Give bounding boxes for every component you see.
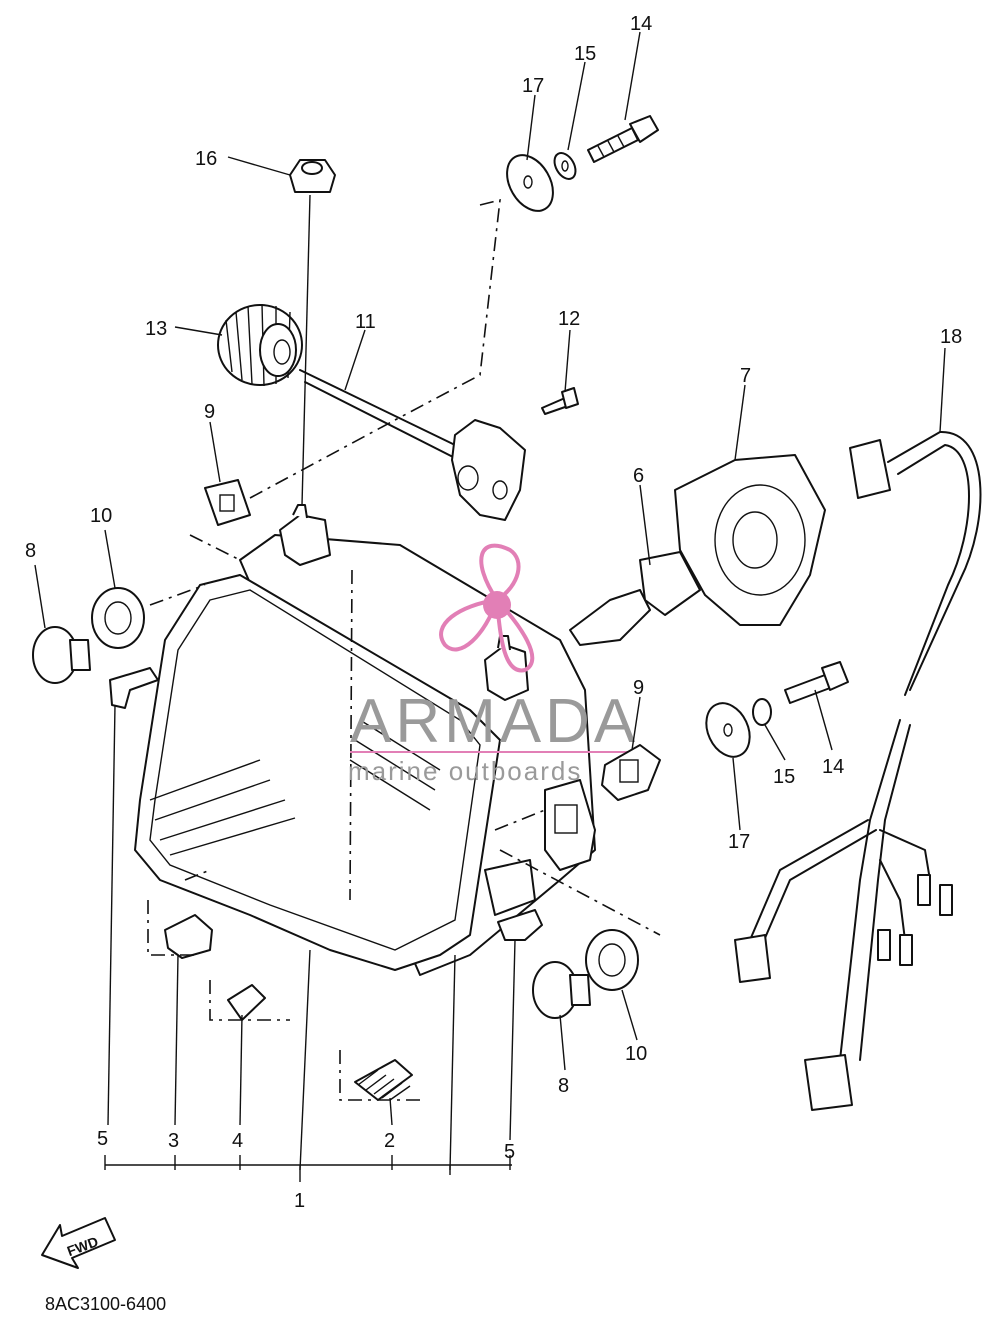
spring-2 — [354, 1059, 413, 1101]
forward-arrow-icon: FWD — [41, 1217, 116, 1269]
callout-10-right: 10 — [625, 1043, 647, 1065]
callout-17-top: 17 — [522, 75, 544, 97]
grommet-16 — [289, 159, 336, 193]
callout-10-left: 10 — [90, 505, 112, 527]
headlight-assembly — [134, 504, 596, 976]
armada-propeller-logo — [439, 543, 535, 673]
grommet-9-right — [601, 744, 661, 801]
callout-15-lower: 15 — [773, 766, 795, 788]
adjuster-rod — [299, 369, 526, 521]
callout-12: 12 — [558, 308, 580, 330]
callout-14-lower: 14 — [822, 756, 844, 778]
washer-17-top — [506, 154, 554, 212]
bolt-14-lower — [784, 661, 849, 704]
screw-12 — [541, 387, 579, 415]
callout-2: 2 — [384, 1130, 395, 1152]
washer-15-lower — [752, 698, 772, 726]
washer-17-lower — [705, 702, 751, 758]
callout-3: 3 — [168, 1130, 179, 1152]
watermark-brand: ARMADA — [350, 687, 639, 756]
part-code: 8AC3100-6400 — [45, 1294, 166, 1314]
grommet-9-left — [204, 479, 251, 526]
reference-outlines — [147, 198, 661, 1101]
watermark: ARMADA marine outboards — [348, 543, 650, 786]
callout-18: 18 — [940, 326, 962, 348]
callout-15-top: 15 — [574, 43, 596, 65]
leader-lines — [34, 31, 946, 1182]
callout-16: 16 — [195, 148, 217, 170]
bulb-4 — [227, 984, 266, 1021]
callout-8-left: 8 — [25, 540, 36, 562]
wiring-harness-18 — [734, 430, 982, 1111]
callout-4: 4 — [232, 1130, 243, 1152]
callout-11: 11 — [355, 311, 376, 333]
grommet-10-right — [585, 929, 639, 991]
clip-5-left — [109, 667, 159, 709]
callout-9-right: 9 — [633, 677, 644, 699]
callout-7: 7 — [740, 365, 751, 387]
callout-9-left: 9 — [204, 401, 215, 423]
watermark-tagline: marine outboards — [348, 756, 582, 786]
callout-14-top: 14 — [630, 13, 652, 35]
plug-8-right — [532, 961, 591, 1019]
adjusting-knob — [217, 303, 303, 387]
bulb-cover-7 — [674, 454, 826, 626]
callout-13: 13 — [145, 318, 167, 340]
callout-5-right: 5 — [504, 1141, 515, 1163]
washer-15-top — [553, 152, 577, 180]
callout-labels: 14 15 17 16 13 11 12 18 7 9 6 10 8 9 14 … — [25, 13, 962, 1212]
callout-17-lower: 17 — [728, 831, 750, 853]
callout-5-left: 5 — [97, 1128, 108, 1150]
callout-6: 6 — [633, 465, 644, 487]
clip-5-right — [497, 909, 543, 941]
socket-3 — [164, 914, 213, 959]
bolt-14-top — [587, 115, 659, 163]
callout-8-right: 8 — [558, 1075, 569, 1097]
callout-1: 1 — [294, 1190, 305, 1212]
grommet-10-left — [91, 587, 145, 649]
plug-8-left — [32, 626, 91, 684]
